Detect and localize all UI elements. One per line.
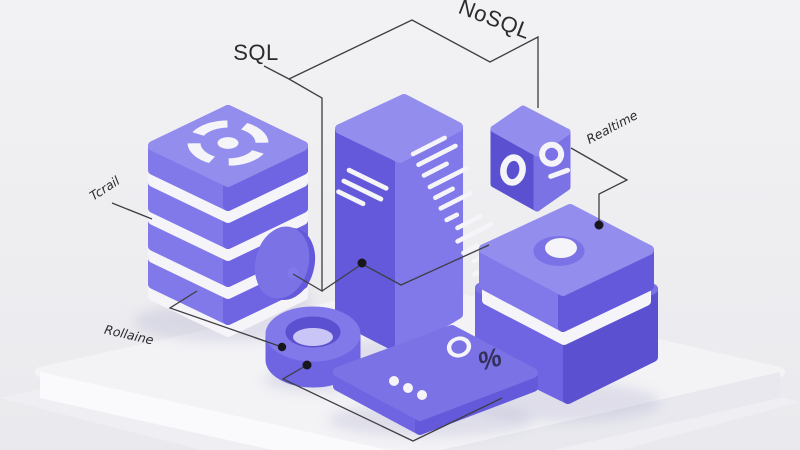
connector-nodes [277,220,604,370]
dot-node-icon [302,360,312,370]
sql-branch-line [321,263,363,292]
ring-icon [500,154,526,186]
connector-lines [111,19,629,442]
ellipsis-icon [389,376,427,400]
platform-left-face [40,372,389,450]
rollaine-connector-line [168,290,283,348]
tablet-top-face [333,325,538,421]
dot-node-icon [277,342,287,352]
realtime-connector-line [570,147,629,224]
sql-connector-line [263,65,323,293]
percent-icon: % [477,341,503,377]
dot-node-icon [357,258,367,268]
nosql-box [490,105,571,212]
disc [254,226,316,300]
tablet-card: % [333,325,538,435]
bottom-connector-line [281,364,503,442]
trail-connector-line [111,202,153,220]
label-sql: SQL [233,40,279,65]
tower-left-face [335,124,405,354]
menu-bars-icon [336,167,389,207]
ring-hole [293,328,333,346]
record-icon [539,141,571,179]
tower-cube-connector-line [361,244,490,286]
cube-stack [475,204,658,404]
box-top-face [490,105,571,157]
tower-top-face [335,94,463,163]
nosql-connector-line [288,19,539,108]
donut-hole-icon [545,238,577,258]
dot-node-icon [594,220,604,230]
donut-outline-icon [446,336,472,358]
